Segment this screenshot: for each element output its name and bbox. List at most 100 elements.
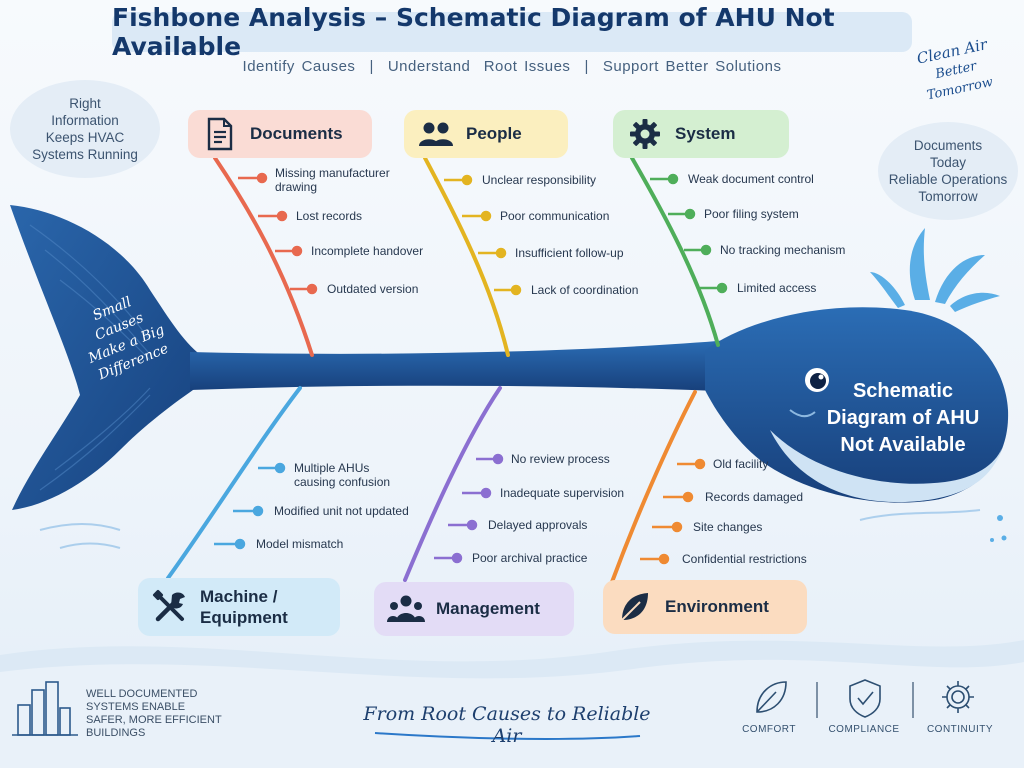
- cause-documents-2: Lost records: [296, 209, 363, 223]
- ticks-machine: [214, 462, 286, 550]
- bottom-wave-light: [0, 659, 1024, 768]
- left-cloud-line: Systems Running: [32, 147, 138, 162]
- left-cloud-line: Information: [51, 113, 119, 128]
- problem-statement: Schematic Diagram of AHU Not Available: [818, 378, 988, 459]
- leaf-icon: [613, 585, 657, 629]
- document-icon: [198, 112, 242, 156]
- water-spout-icon: [870, 228, 1000, 312]
- category-system: System: [613, 110, 789, 158]
- whale-head: [705, 307, 1009, 503]
- right-cloud-line: Tomorrow: [918, 189, 978, 204]
- footer-note-line: WELL DOCUMENTED: [86, 688, 198, 700]
- whale-smile: [789, 409, 816, 418]
- cause-machine-2: Modified unit not updated: [274, 504, 409, 518]
- bone-environment: [610, 390, 697, 584]
- bone-people: [423, 156, 510, 357]
- ticks-people: [444, 174, 522, 296]
- bones-top: [213, 156, 720, 357]
- whale-belly: [770, 430, 1002, 503]
- team-icon: [384, 587, 428, 631]
- ticks-management: [434, 453, 504, 564]
- tagline-understand: Understand Root Issues: [387, 58, 571, 75]
- whale-spine: [190, 340, 740, 392]
- category-documents: Documents: [188, 110, 372, 158]
- cause-documents-1: Missing manufacturer drawing: [275, 166, 390, 194]
- whale-tail: [10, 205, 205, 510]
- category-label-line: Machine /: [200, 587, 278, 606]
- left-cloud-line: Keeps HVAC: [45, 130, 125, 145]
- ticks-system: [650, 173, 728, 294]
- badge-continuity: CONTINUITY: [926, 724, 994, 735]
- cause-people-3: Insufficient follow-up: [515, 246, 624, 260]
- footer-note-line: BUILDINGS: [86, 727, 146, 739]
- tagline: Identify Causes|Understand Root Issues|S…: [242, 58, 782, 75]
- buildings-icon: [12, 681, 78, 736]
- cause-machine-3: Model mismatch: [256, 537, 344, 551]
- category-label: Management: [436, 599, 540, 618]
- problem-line: Not Available: [840, 434, 966, 456]
- bones-bottom: [166, 386, 697, 584]
- category-environment: Environment: [603, 580, 807, 634]
- cause-people-4: Lack of coordination: [531, 283, 639, 297]
- people-icon: [414, 112, 458, 156]
- cause-system-4: Limited access: [737, 281, 817, 295]
- cause-documents-3: Incomplete handover: [311, 244, 424, 258]
- cause-environment-1: Old facility: [713, 457, 769, 471]
- footer-note-line: SYSTEMS ENABLE: [86, 701, 186, 713]
- right-cloud-line: Today: [929, 155, 966, 170]
- category-machine-equipment: Machine / Equipment: [138, 578, 340, 636]
- footer-note-line: SAFER, MORE EFFICIENT: [86, 714, 222, 726]
- cause-system-1: Weak document control: [688, 172, 814, 186]
- gear-outline-icon: [942, 681, 974, 713]
- left-cloud-note: Right Information Keeps HVAC Systems Run…: [10, 80, 160, 178]
- shield-check-icon: [849, 679, 881, 718]
- footer-slogan: From Root Causes to Reliable Air: [363, 703, 651, 747]
- cause-documents-4: Outdated version: [327, 282, 419, 296]
- ticks-documents: [238, 172, 318, 295]
- category-label: Machine / Equipment: [200, 586, 288, 628]
- problem-line: Diagram of AHU: [826, 407, 980, 429]
- cause-environment-2: Records damaged: [705, 490, 804, 504]
- right-cloud-line: Documents: [913, 138, 983, 153]
- category-label: People: [466, 124, 522, 143]
- slogan-underline: [374, 732, 641, 741]
- right-cloud-line: Reliable Operations: [888, 172, 1008, 187]
- bone-documents: [213, 156, 314, 357]
- cause-management-3: Delayed approvals: [488, 518, 588, 532]
- problem-line: Schematic: [852, 380, 954, 402]
- cause-environment-3: Site changes: [693, 520, 763, 534]
- badge-compliance: COMPLIANCE: [828, 724, 900, 735]
- badge-comfort: COMFORT: [742, 724, 796, 735]
- tagline-support: Support Better Solutions: [602, 58, 782, 75]
- cause-people-1: Unclear responsibility: [482, 173, 597, 187]
- cause-management-1: No review process: [511, 452, 610, 466]
- bone-machine: [166, 386, 302, 580]
- cause-machine-1: Multiple AHUs causing confusion: [294, 461, 391, 489]
- tail-ridges: [29, 224, 151, 491]
- gear-icon: [623, 112, 667, 156]
- category-label: Environment: [665, 597, 769, 616]
- category-label: System: [675, 124, 736, 143]
- tagline-identify: Identify Causes: [242, 58, 356, 75]
- category-label-line: Equipment: [200, 608, 288, 627]
- category-management: Management: [374, 582, 574, 636]
- category-label: Documents: [250, 124, 343, 143]
- cause-management-4: Poor archival practice: [472, 551, 588, 565]
- water-lines: [39, 509, 981, 549]
- category-people: People: [404, 110, 568, 158]
- footer-note: WELL DOCUMENTED SYSTEMS ENABLE SAFER, MO…: [86, 688, 222, 740]
- cause-management-2: Inadequate supervision: [500, 486, 625, 500]
- right-cloud-note: Documents Today Reliable Operations Tomo…: [878, 122, 1018, 220]
- ticks-environment: [640, 458, 706, 565]
- cause-system-3: No tracking mechanism: [720, 243, 846, 257]
- cause-system-2: Poor filing system: [704, 207, 799, 221]
- leaf-outline-icon: [756, 681, 787, 713]
- cause-people-2: Poor communication: [500, 209, 610, 223]
- cause-environment-4: Confidential restrictions: [682, 552, 807, 566]
- splash-drops: [990, 515, 1007, 542]
- bone-system: [630, 156, 720, 347]
- left-cloud-line: Right: [69, 96, 101, 111]
- bone-management: [403, 386, 502, 582]
